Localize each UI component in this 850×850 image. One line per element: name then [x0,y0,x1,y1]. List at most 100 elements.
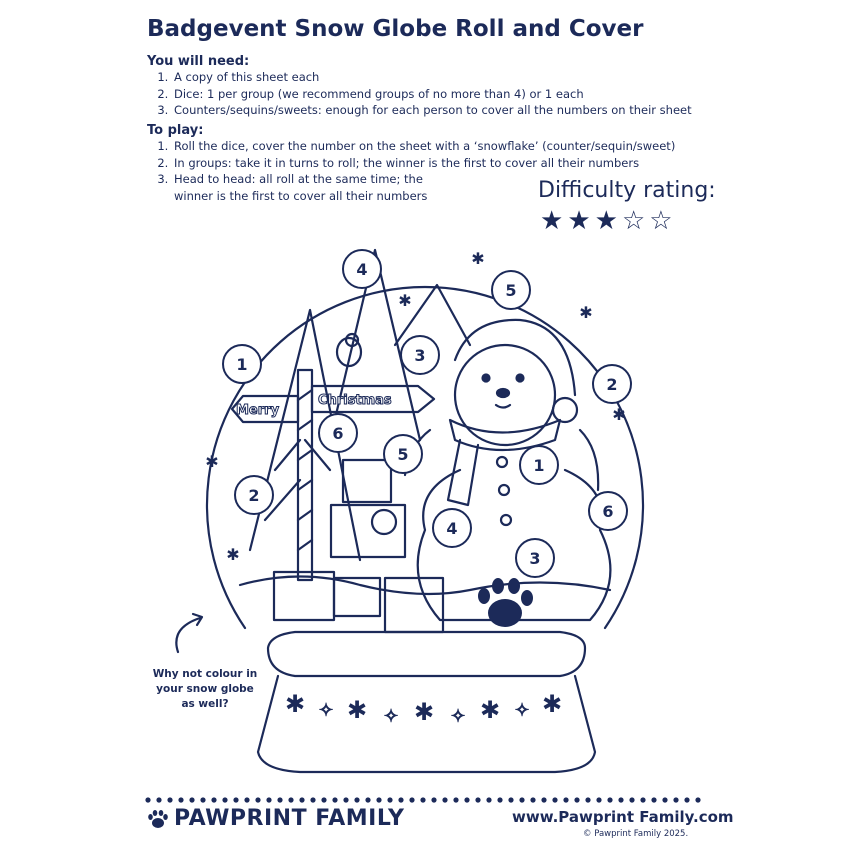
website-link[interactable]: www.Pawprint Family.com [512,808,734,826]
play-item: In groups: take it in turns to roll; the… [172,155,675,172]
paw-icon [478,578,533,627]
footer-dot [618,797,624,803]
brand-logo: PAWPRINT FAMILY [146,806,404,831]
footer-dot [497,797,503,803]
footer-dot [167,797,173,803]
snowflake-icon: ✱ ✱ ✱ ✱ ✱ ✱ [205,249,625,564]
footer-dot [662,797,668,803]
difficulty-label: Difficulty rating: [538,178,716,203]
footer-dot [508,797,514,803]
svg-text:✱: ✱ [226,545,239,564]
base-snowflakes: ✱ ✱ ✱ ✱ ✱ [285,690,562,726]
footer-dot [574,797,580,803]
number-label: 6 [332,424,343,443]
number-label: 2 [248,486,259,505]
svg-text:✱: ✱ [579,303,592,322]
arrow-icon [175,616,202,654]
footer-dot [145,797,151,803]
footer-dot [376,797,382,803]
footer-dot [596,797,602,803]
present [332,576,382,618]
footer-dot [244,797,250,803]
number-label: 3 [414,346,425,365]
footer-dot [365,797,371,803]
globe-outline [205,286,645,630]
footer-dot [255,797,261,803]
svg-text:✱: ✱ [347,696,367,724]
number-label: 1 [236,355,247,374]
page-title: Badgevent Snow Globe Roll and Cover [147,16,644,42]
number-label: 4 [356,260,367,279]
number-label: 2 [606,375,617,394]
footer-dot [541,797,547,803]
footer-dot [288,797,294,803]
present [329,503,407,559]
footer-dots [145,797,701,803]
svg-text:✱: ✱ [480,696,500,724]
number-label: 6 [602,502,613,521]
play-item-cont: winner is the first to cover all their n… [174,188,428,203]
footer-dot [398,797,404,803]
number-label: 4 [446,519,457,538]
play-item: Head to head: all roll at the same time;… [172,171,675,204]
star-outline-icon: ☆ [649,206,677,236]
play-item: Roll the dice, cover the number on the s… [172,138,675,155]
footer-dot [453,797,459,803]
footer-dot [629,797,635,803]
footer-dot [200,797,206,803]
svg-text:✧: ✧ [514,700,529,721]
footer-dot [299,797,305,803]
footer-dot [233,797,239,803]
footer-dot [266,797,272,803]
star-icon: ★ [567,206,595,236]
sign-right-text: Christmas [318,393,392,408]
footer-dot [684,797,690,803]
number-label: 3 [529,549,540,568]
footer-dot [552,797,558,803]
present [383,576,445,634]
footer-dot [651,797,657,803]
brand-name: PAWPRINT FAMILY [174,806,405,831]
footer-dot [486,797,492,803]
footer-dot [585,797,591,803]
sign-left-text: Merry [236,403,280,418]
number-label: 1 [533,456,544,475]
tree [393,283,472,347]
svg-text:✱: ✱ [205,452,218,471]
svg-text:✱: ✱ [612,405,625,424]
need-item: A copy of this sheet each [172,69,692,86]
svg-text:✱: ✱ [285,690,305,718]
tree [328,248,422,442]
footer-dot [222,797,228,803]
footer-dot [310,797,316,803]
colour-note-line: as well? [181,698,229,710]
star-icon: ★ [540,206,568,236]
footer-dot [607,797,613,803]
footer-dot [387,797,393,803]
footer-dot [695,797,701,803]
need-heading: You will need: [147,54,250,69]
svg-text:✱: ✱ [414,698,434,726]
svg-text:✧: ✧ [383,706,398,727]
footer-dot [332,797,338,803]
difficulty-stars: ★★★☆☆ [540,206,677,236]
footer-dot [431,797,437,803]
footer-dot [343,797,349,803]
sign-right [310,384,436,414]
svg-text:✧: ✧ [318,700,333,721]
paw-icon [148,809,168,828]
number-label: 5 [397,445,408,464]
svg-text:✧: ✧ [450,706,465,727]
globe-base [256,674,597,774]
star-outline-icon: ☆ [621,206,650,236]
need-item: Dice: 1 per group (we recommend groups o… [172,86,692,103]
footer-dot [277,797,283,803]
svg-text:✱: ✱ [398,291,411,310]
need-list: A copy of this sheet each Dice: 1 per gr… [150,69,692,119]
star-icon: ★ [594,206,622,236]
colour-note: Why not colour in your snow globe as wel… [140,667,270,712]
footer-dot [354,797,360,803]
svg-text:✱: ✱ [471,249,484,268]
footer-dot [563,797,569,803]
svg-text:✱: ✱ [542,690,562,718]
